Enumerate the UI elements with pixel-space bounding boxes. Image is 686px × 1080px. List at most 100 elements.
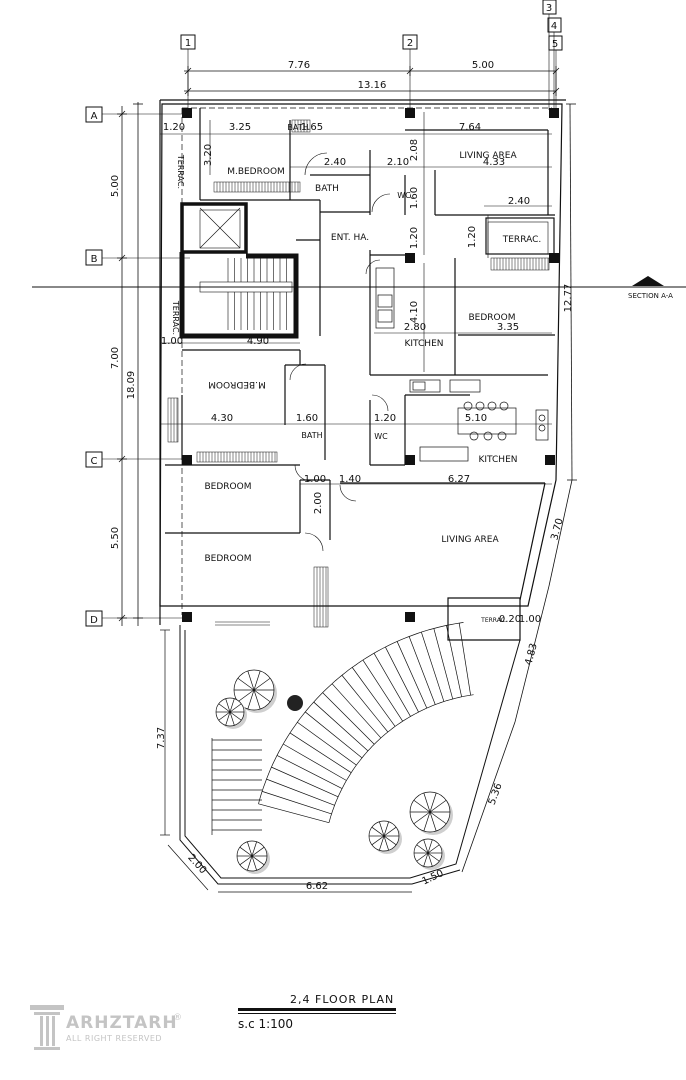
axis-label-c: C [91,456,98,467]
logo-column-icon [30,1005,64,1050]
dim-left-total: 18.09 [126,371,137,400]
room-labels: TERRAC. M.BEDROOM BATH BATH WC LIVING AR… [171,123,541,624]
logo-brand: ARHZTARH [66,1013,178,1033]
dim-right-total: 12.77 [563,284,574,313]
axis-label-a: A [91,111,98,122]
stair-tread [322,692,375,745]
inner-dimension-label: 1.20 [467,226,478,248]
section-line: SECTION A-A [32,276,686,300]
tree-icon [236,840,270,874]
stair-tread [289,732,352,773]
tree-icon [413,838,445,870]
room-living-bottom: LIVING AREA [441,535,499,545]
tree-icon [233,669,277,713]
stair-tread [408,636,436,705]
inner-dimension-label: 2.40 [324,157,346,168]
inner-dimension-label: 4.90 [247,336,269,347]
logo-registered: ® [173,1013,182,1023]
dim-yard-bottom: 6.62 [306,881,328,892]
left-dimensions: 5.00 7.00 5.50 18.09 [110,102,143,626]
inner-dimension-label: 4.10 [409,301,420,323]
room-kitchen-mid: KITCHEN [479,455,518,465]
yard-outline: 7.37 2.00 6.62 1.50 [156,625,521,893]
axis-label-4: 4 [551,21,557,32]
wardrobe [313,566,329,628]
stair-tread [341,675,389,733]
title-rule-thick [238,1008,396,1011]
inner-dimension-label: 6.27 [448,474,470,485]
inner-dimension-label: 2.08 [409,139,420,161]
dim-right-lower-2: 4.83 [523,642,539,666]
room-ent-hall: ENT. HA. [331,233,369,243]
inner-dimension-label: 1.00 [519,614,541,625]
doors [289,152,391,552]
dim-right-lower-3: 5.36 [487,782,505,807]
stair-tread [305,711,363,759]
inner-dimension-label: 1.60 [409,187,420,209]
stair-tread [258,803,330,824]
inner-dimension-label: 2.00 [313,492,324,514]
inner-dimension-label: 1.20 [409,227,420,249]
dim-top-1-2: 7.76 [288,60,310,71]
dim-yard-bottom-left: 2.00 [185,852,208,876]
building-walls [159,99,566,641]
room-bedroom-e: BEDROOM [469,313,516,323]
axis-label-2: 2 [407,38,413,49]
inner-dimension-label: 7.64 [459,122,481,133]
room-bedroom-sw2: BEDROOM [205,554,252,564]
dim-yard-left: 7.37 [156,727,167,749]
wardrobe [490,257,550,271]
inner-dimension-label: 1.00 [161,336,183,347]
stair-landing [199,281,293,293]
wardrobe [167,397,179,443]
structural-columns [182,108,559,622]
title-block: 2,4 FLOOR PLAN s.c 1:100 [238,993,398,1033]
inner-dimension-label: 3.25 [229,122,251,133]
room-terrace-nw: TERRAC. [176,154,185,189]
room-bath-top-small: BATH [287,123,308,132]
dim-left-b-c: 7.00 [110,347,121,369]
inner-dimension-label: 3.35 [497,322,519,333]
room-living-top: LIVING AREA [459,151,517,161]
watermark-logo: ARHZTARH ® ALL RIGHT RESERVED [30,1003,190,1053]
tree-icon [215,697,247,729]
room-bath-top: BATH [315,184,339,194]
stair-tread [396,641,428,709]
stair-tread [331,683,382,739]
stair-tread [297,721,357,766]
inner-dimension-label: 2.80 [404,322,426,333]
stair-tread [362,659,403,722]
axis-label-5: 5 [552,39,558,50]
dim-right-lower-1: 3.70 [549,517,565,541]
axis-label-3: 3 [546,3,552,14]
stair-tread [458,622,471,696]
section-label: SECTION A-A [628,292,673,300]
plan-scale: s.c 1:100 [238,1017,294,1031]
axis-label-b: B [91,254,98,265]
inner-dimension-label: 1.60 [296,413,318,424]
inner-dimension-label: 3.20 [203,144,214,166]
stair-tread [276,755,343,789]
interior-stair [199,258,293,330]
inner-dimension-label: 1.20 [163,122,185,133]
stair-inner-edge [328,694,474,823]
stair-tread [385,646,419,713]
inner-dimension-label: 1.20 [374,413,396,424]
section-marker-icon [632,276,664,286]
inner-dimension-label: 1.65 [301,122,323,133]
wardrobe [213,181,301,193]
room-wc-top: WC [397,191,411,200]
stair-tread [283,743,347,781]
room-terrace-se: TERRAC. [480,617,507,624]
axis-label-d: D [90,615,98,626]
dim-left-a-b: 5.00 [110,175,121,197]
room-terrace-w: TERRAC. [171,300,180,335]
stair-tread [313,701,369,752]
inner-dimension-label: 2.10 [387,157,409,168]
stair-tread [266,778,335,806]
room-terrace-ne: TERRAC. [502,235,541,245]
grid-axes-vertical: 1 2 3 4 5 [180,0,563,110]
inner-dimension-label: 1.00 [304,474,326,485]
